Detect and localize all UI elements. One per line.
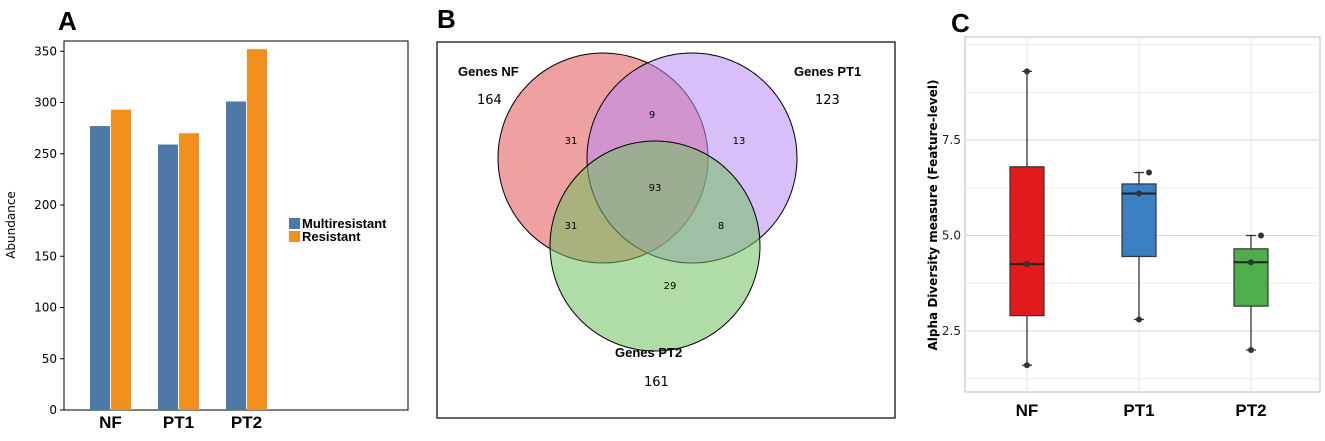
venn-set-total-nf: 164 xyxy=(477,93,502,108)
venn-region-nf-pt2: 31 xyxy=(565,221,578,232)
venn-set-total-pt1: 123 xyxy=(815,93,840,108)
data-point xyxy=(1136,190,1142,197)
bar-resistant-nf xyxy=(111,109,131,411)
x-category-label-a: PT1 xyxy=(163,413,194,432)
y-tick-label-c: 2.5 xyxy=(942,324,961,338)
y-axis-title-a: Abundance xyxy=(4,191,18,259)
venn-diagram-b: B Genes NF 164 Genes PT1 123 Genes PT2 1… xyxy=(436,4,896,419)
data-point xyxy=(1248,347,1254,354)
legend-swatch-multiresistant xyxy=(289,218,300,229)
y-tick-label-a: 150 xyxy=(34,249,57,263)
y-tick-label-a: 50 xyxy=(42,352,57,366)
venn-region-nf-pt1: 9 xyxy=(649,110,655,121)
x-category-label-a: NF xyxy=(99,413,122,432)
x-category-label-c: PT1 xyxy=(1123,401,1154,420)
x-category-label-c: NF xyxy=(1016,401,1039,420)
y-tick-label-a: 100 xyxy=(34,301,57,315)
venn-set-name-pt1: Genes PT1 xyxy=(794,64,861,79)
bar-resistant-pt1 xyxy=(179,133,199,410)
venn-region-all: 93 xyxy=(649,183,662,194)
data-point xyxy=(1258,232,1264,239)
box-body xyxy=(1233,248,1269,307)
panel-c: C 2.5 5.0 7.5 NF PT1 PT2 Alpha Diversity mea… xyxy=(910,0,1325,441)
y-tick-label-c: 5.0 xyxy=(942,228,961,242)
data-point xyxy=(1248,259,1254,266)
legend-label-multiresistant: Multiresistant xyxy=(302,216,387,231)
data-point xyxy=(1024,68,1030,75)
venn-region-pt1-only: 13 xyxy=(733,136,746,147)
y-tick-label-a: 250 xyxy=(34,147,57,161)
venn-circle-pt2 xyxy=(549,140,761,352)
venn-region-nf-only: 31 xyxy=(565,136,578,147)
venn-set-name-pt2: Genes PT2 xyxy=(615,345,682,360)
legend-label-resistant: Resistant xyxy=(302,229,361,244)
venn-region-pt1-pt2: 8 xyxy=(718,221,724,232)
bar-multiresistant-pt1 xyxy=(158,144,178,410)
venn-set-total-pt2: 161 xyxy=(644,375,669,390)
y-axis-title-c: Alpha Diversity measure (Feature-level) xyxy=(926,80,940,351)
legend-swatch-resistant xyxy=(289,231,300,242)
bar-multiresistant-nf xyxy=(90,126,110,410)
box-nf xyxy=(1009,68,1045,369)
panel-a: A 0 50 100 150 200 250 300 350 NF PT1 PT2 Abundan… xyxy=(0,0,430,441)
panel-label-a: A xyxy=(58,6,77,36)
data-point xyxy=(1024,261,1030,268)
y-tick-label-a: 0 xyxy=(49,403,57,417)
panel-label-b: B xyxy=(437,4,456,34)
box-pt2 xyxy=(1233,232,1269,354)
bar-chart-a: A 0 50 100 150 200 250 300 350 NF PT1 PT2 Abundan… xyxy=(4,6,409,432)
data-point xyxy=(1146,169,1152,176)
panel-b: B Genes NF 164 Genes PT1 123 Genes PT2 1… xyxy=(430,0,910,441)
venn-frame xyxy=(436,41,896,419)
x-category-label-c: PT2 xyxy=(1235,401,1266,420)
y-tick-label-a: 200 xyxy=(34,198,57,212)
box-pt1 xyxy=(1121,169,1157,323)
box-plot-c: C 2.5 5.0 7.5 NF PT1 PT2 Alpha Diversity mea… xyxy=(926,8,1321,420)
panel-label-c: C xyxy=(951,8,970,38)
y-tick-label-c: 7.5 xyxy=(942,133,961,147)
bar-resistant-pt2 xyxy=(247,49,267,410)
box-body xyxy=(1009,166,1045,317)
data-point xyxy=(1024,362,1030,369)
bar-multiresistant-pt2 xyxy=(226,101,246,410)
x-category-label-a: PT2 xyxy=(231,413,262,432)
venn-set-name-nf: Genes NF xyxy=(458,64,519,79)
data-point xyxy=(1136,316,1142,323)
y-tick-label-a: 350 xyxy=(34,44,57,58)
venn-region-pt2-only: 29 xyxy=(664,281,677,292)
y-tick-label-a: 300 xyxy=(34,96,57,110)
